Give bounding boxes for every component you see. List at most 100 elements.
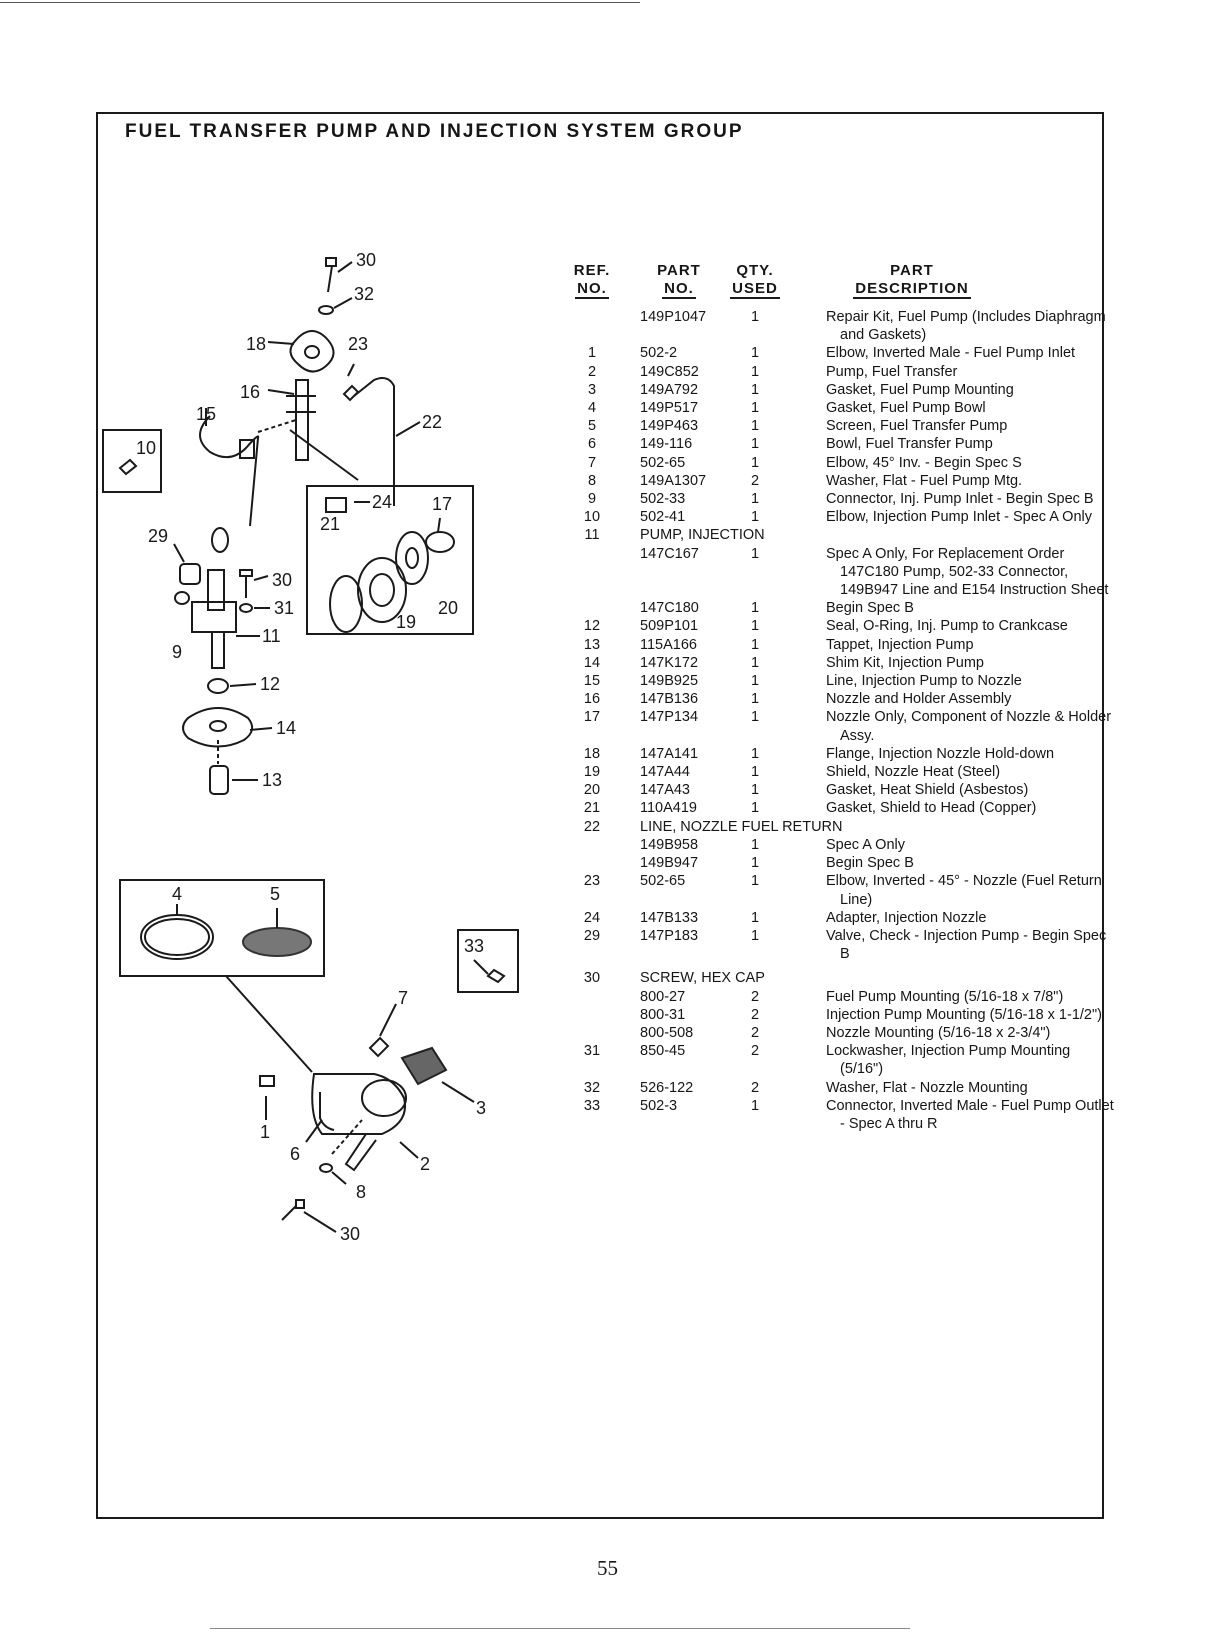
bottom-edge-line — [210, 1628, 910, 1629]
part-no-cell: 800-31 — [640, 1006, 686, 1023]
ref-no-cell: 8 — [587, 472, 597, 489]
connector-9-icon — [174, 591, 190, 605]
callout-6: 6 — [290, 1144, 300, 1164]
qty-cell: 1 — [750, 309, 760, 325]
check-valve-29-icon — [173, 543, 201, 585]
transfer-pump-2-icon — [311, 1073, 419, 1172]
washer-32-icon — [318, 297, 353, 315]
callout-17: 17 — [432, 494, 452, 514]
elbow-1-icon — [259, 1075, 275, 1120]
table-row: 10 502-41 1 Elbow, Injection Pump Inlet - S… — [574, 508, 1114, 526]
table-row: 800-31 2 Injection Pump Mounting (5/16-18 … — [574, 1006, 1114, 1024]
description-cell: Pump, Fuel Transfer — [826, 363, 958, 380]
description-cell: Spec A Only — [826, 836, 905, 853]
ref-no-cell: 20 — [583, 782, 601, 799]
part-no-cell: 502-3 — [640, 1097, 678, 1114]
description-cell: Elbow, Injection Pump Inlet - Spec A Onl… — [826, 509, 1092, 526]
qty-cell: 1 — [750, 836, 760, 853]
part-no-cell: 110A419 — [640, 800, 697, 817]
adapter-24-icon — [325, 497, 370, 513]
ref-no-cell: 7 — [587, 454, 597, 471]
description-cell: Tappet, Injection Pump — [826, 636, 974, 653]
callout-30-bottom: 30 — [340, 1224, 360, 1244]
ref-no-cell: 15 — [583, 673, 601, 690]
description-cell: Nozzle and Holder Assembly — [826, 691, 1012, 708]
callout-4: 4 — [172, 884, 182, 904]
callout-21: 21 — [320, 514, 340, 534]
qty-cell: 1 — [750, 800, 760, 817]
callout-30: 30 — [356, 250, 376, 270]
qty-cell: 1 — [750, 909, 760, 926]
callout-29: 29 — [148, 526, 168, 546]
part-no-cell: 502-2 — [640, 345, 678, 362]
part-no-cell: 509P101 — [640, 618, 699, 635]
part-no-cell: 147K172 — [640, 654, 699, 671]
callout-18: 18 — [246, 334, 266, 354]
description-cell: Screen, Fuel Transfer Pump — [826, 418, 1008, 435]
callout-16: 16 — [240, 382, 260, 402]
group-heading-cell: LINE, NOZZLE FUEL RETURN — [640, 818, 843, 835]
part-no-cell: 502-41 — [640, 509, 686, 526]
qty-cell: 1 — [750, 345, 760, 362]
page-frame — [96, 112, 1104, 1519]
screw-30-top-icon — [325, 257, 353, 293]
qty-cell: 1 — [750, 363, 760, 380]
ref-no-cell: 16 — [583, 691, 601, 708]
header-ref-no: REF.NO. — [573, 262, 611, 299]
qty-cell: 1 — [750, 636, 760, 653]
part-no-cell: 149-116 — [640, 436, 693, 453]
part-no-cell: 147A141 — [640, 745, 699, 762]
tappet-13-icon — [209, 765, 258, 795]
description-cell: Gasket, Shield to Head (Copper) — [826, 800, 1037, 817]
description-cell: Seal, O-Ring, Inj. Pump to Crankcase — [826, 618, 1068, 635]
flange-18-icon — [267, 330, 335, 373]
part-no-cell: 502-65 — [640, 873, 686, 890]
page-title: FUEL TRANSFER PUMP AND INJECTION SYSTEM … — [125, 121, 744, 142]
callout-22: 22 — [422, 412, 442, 432]
qty-cell: 1 — [750, 782, 760, 799]
ref-no-cell: 10 — [583, 509, 601, 526]
o-ring-12-icon — [207, 678, 257, 694]
description-cell: Washer, Flat - Fuel Pump Mtg. — [826, 472, 1023, 489]
description-cell: Line, Injection Pump to Nozzle — [826, 673, 1022, 690]
qty-cell: 1 — [750, 709, 760, 726]
qty-cell: 1 — [750, 436, 760, 453]
description-cell: Connector, Inverted Male - Fuel Pump Out… — [826, 1097, 1114, 1132]
spacer — [826, 818, 1114, 836]
qty-cell: 2 — [750, 472, 760, 489]
part-no-cell: 149P517 — [640, 400, 699, 417]
part-no-cell: 149B958 — [640, 836, 699, 853]
ref-no-cell: 32 — [583, 1079, 601, 1096]
part-no-cell: 147B136 — [640, 691, 699, 708]
part-no-cell: 147P183 — [640, 927, 699, 944]
connector-33-icon — [473, 959, 506, 984]
part-no-cell: 502-65 — [640, 454, 686, 471]
screw-30-bottom-icon — [281, 1199, 337, 1233]
exploded-parts-diagram: 30 32 18 23 16 15 22 10 24 17 21 29 30 3… — [102, 250, 519, 1244]
ref-no-cell: 19 — [583, 764, 601, 781]
description-cell: Injection Pump Mounting (5/16-18 x 1-1/2… — [826, 1006, 1102, 1023]
box-nozzle-components — [306, 485, 474, 635]
table-row: 21 110A419 1 Gasket, Shield to Head (Copper… — [574, 799, 1114, 817]
callout-5: 5 — [270, 884, 280, 904]
part-no-cell: 147A43 — [640, 782, 690, 799]
ref-no-cell: 18 — [583, 745, 601, 762]
gasket-21-icon — [329, 575, 363, 633]
qty-cell: 1 — [750, 509, 760, 526]
qty-cell: 2 — [750, 1006, 760, 1023]
ref-no-cell: 21 — [583, 800, 601, 817]
